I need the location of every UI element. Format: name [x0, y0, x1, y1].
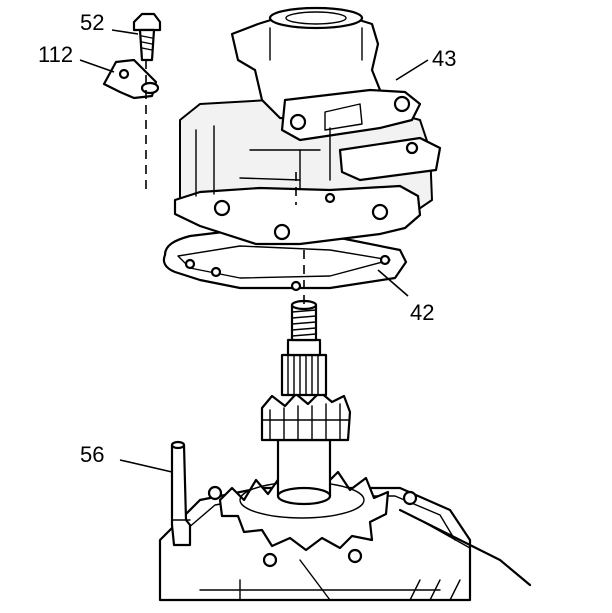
callout-42: 42	[410, 300, 434, 325]
leader-52	[111, 29, 139, 35]
callout-43: 43	[432, 46, 456, 71]
bolt	[132, 12, 162, 62]
mounting-bracket	[102, 58, 160, 100]
dowel-pin	[170, 440, 192, 547]
leader-42	[377, 269, 409, 297]
leader-56	[119, 459, 173, 473]
gasket	[162, 228, 408, 292]
mainshaft	[260, 299, 352, 506]
leader-43	[395, 59, 429, 81]
callout-52: 52	[80, 10, 104, 35]
callout-112: 112	[38, 42, 73, 67]
output-gear	[218, 468, 390, 552]
leader-112	[79, 59, 115, 73]
extension-housing	[173, 6, 442, 246]
callout-56: 56	[80, 442, 104, 467]
